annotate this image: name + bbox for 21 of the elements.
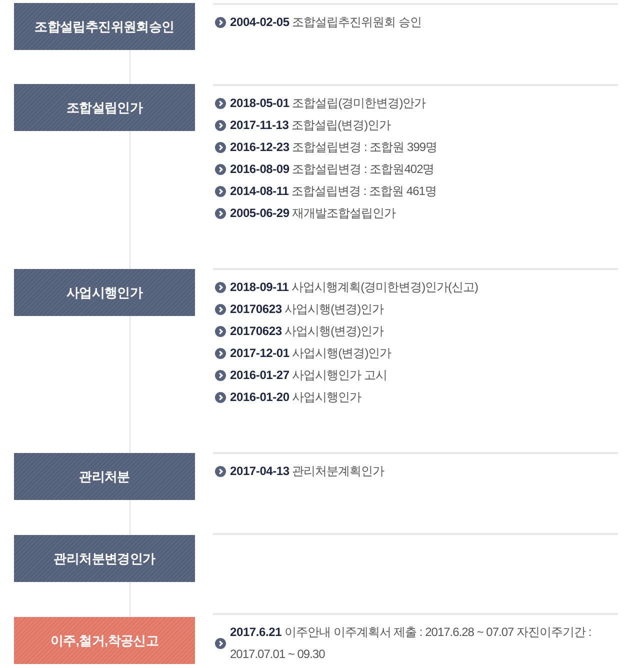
timeline-entry: 2017-12-01 사업시행(변경)인가 bbox=[230, 345, 392, 362]
timeline-entry: 2005-06-29 재개발조합설립인가 bbox=[230, 205, 396, 222]
timeline-entry: 2016-12-23 조합설립변경 : 조합원 399명 bbox=[230, 139, 438, 156]
timeline-entry: 2017-04-13 관리처분계획인가 bbox=[230, 463, 384, 480]
timeline-entry: 2017-11-13 조합설립(변경)인가 bbox=[230, 117, 391, 134]
stage-banner: 관리처분 bbox=[14, 453, 195, 500]
timeline-entry: 2014-08-11 조합설립변경 : 조합원 461명 bbox=[230, 183, 436, 200]
timeline-entry: 2018-05-01 조합설립(경미한변경)안가 bbox=[230, 95, 426, 112]
timeline-entry: 2016-01-20 사업시행인가 bbox=[230, 389, 362, 406]
timeline-entry: 2018-09-11 사업시행계획(경미한변경)인가(신고) bbox=[230, 279, 478, 296]
stage-banner: 조합설립인가 bbox=[14, 84, 195, 131]
stage-banner: 조합설립추진위원회승인 bbox=[14, 3, 195, 50]
timeline-entry: 20170623 사업시행(변경)인가 bbox=[230, 323, 384, 340]
timeline-entry: 2017.6.21 이주안내 이주계획서 제출 : 2017.6.28 ~ 07.07 자진이주기간 : 2017.07.01 ~ 09.30 bbox=[230, 624, 592, 663]
stage-banner: 관리처분변경인가 bbox=[14, 535, 195, 582]
timeline-entry: 2016-08-09 조합설립변경 : 조합원402명 bbox=[230, 161, 434, 178]
stage-banner: 이주,철거,착공신고 bbox=[14, 617, 195, 664]
timeline-entry: 20170623 사업시행(변경)인가 bbox=[230, 301, 384, 318]
timeline-entry: 2004-02-05 조합설립추진위원회 승인 bbox=[230, 14, 422, 31]
stage-banner: 사업시행인가 bbox=[14, 269, 195, 316]
timeline-entry: 2016-01-27 사업시행인가 고시 bbox=[230, 367, 388, 384]
